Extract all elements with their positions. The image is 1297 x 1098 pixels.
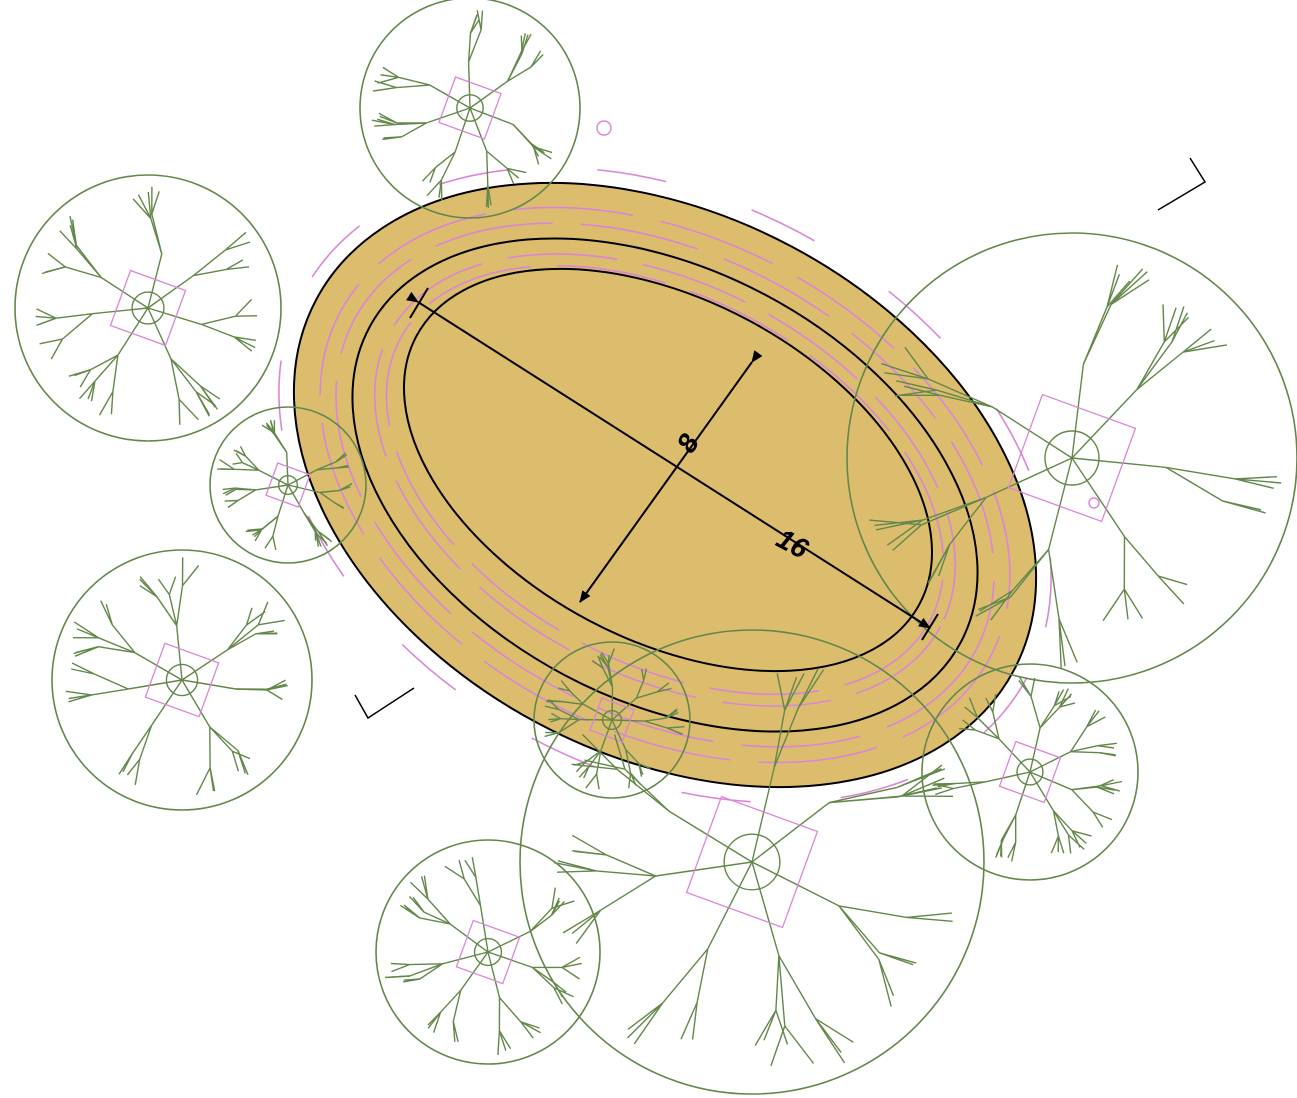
- length-end-tick: [921, 613, 939, 641]
- tree-symbol: [209, 406, 367, 564]
- tree-symbol: [51, 549, 313, 811]
- section-marker-bottom-left: [354, 687, 415, 720]
- length-end-tick: [409, 287, 429, 319]
- small-marker-circle: [1088, 497, 1100, 509]
- section-marker-top-right: [1157, 157, 1207, 211]
- tree-symbol: [375, 839, 601, 1065]
- trees-layer: [14, 0, 1297, 1095]
- tree-symbol: [359, 0, 581, 219]
- tree-symbol: [533, 641, 691, 799]
- dimension-lines: [406, 287, 939, 641]
- width-dimension-line: [579, 350, 763, 603]
- tree-symbol: [921, 663, 1139, 881]
- tree-symbol: [14, 174, 282, 442]
- small-marker-circle: [596, 120, 612, 136]
- tree-symbol: [519, 629, 985, 1095]
